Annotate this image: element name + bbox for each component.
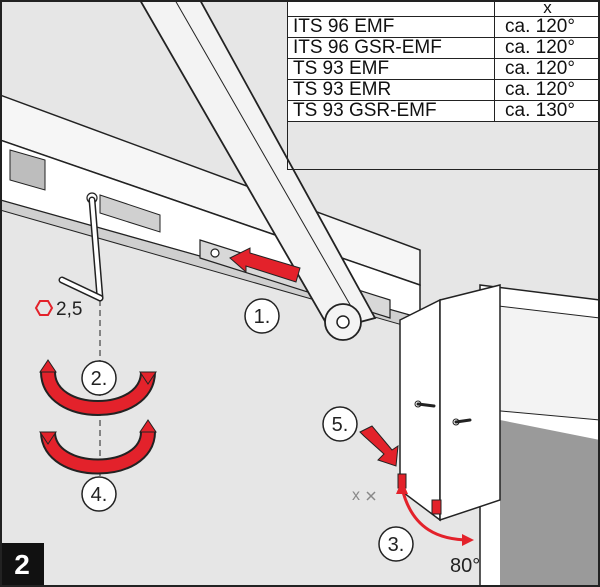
table-cell-value: ca. 120° — [494, 58, 600, 80]
angle-spec-table: x ITS 96 EMF ca. 120° ITS 96 GSR-EMF ca.… — [287, 0, 600, 122]
callout-step4-label: 4. — [91, 484, 108, 506]
callout-step5: 5. — [322, 406, 358, 442]
callout-step3: 3. — [378, 526, 414, 562]
rotate-arrows-icon — [39, 359, 157, 475]
door-leaf — [439, 284, 501, 522]
hex-key-size-label: 2,5 — [56, 299, 82, 320]
door-scene — [359, 284, 600, 587]
figure-number-badge: 2 — [0, 543, 44, 587]
swing-arc — [400, 487, 471, 542]
step-callouts: 1. 2. 3. 4. 5. — [81, 298, 414, 562]
table-cell-value: ca. 130° — [494, 100, 600, 122]
table-cell-value: ca. 120° — [494, 16, 600, 38]
push-arrow-icon — [359, 425, 399, 467]
door-angle-label: 80° — [450, 555, 480, 577]
callout-step5-label: 5. — [332, 414, 349, 436]
table-cell-model: ITS 96 EMF — [287, 16, 495, 38]
callout-step4: 4. — [81, 476, 117, 512]
slide-arrow-icon — [229, 247, 301, 283]
table-cell-value: ca. 120° — [494, 79, 600, 101]
table-cell-model: TS 93 EMR — [287, 79, 495, 101]
table-cell-model: TS 93 GSR-EMF — [287, 100, 495, 122]
table-cell-value: ca. 120° — [494, 37, 600, 59]
callout-step3-label: 3. — [388, 534, 405, 556]
table-cell-model: TS 93 EMF — [287, 58, 495, 80]
table-row: TS 93 GSR-EMF ca. 130° — [287, 100, 600, 122]
angle-variable-label: x — [352, 487, 360, 504]
hex-size-icon — [34, 300, 54, 316]
table-row: ITS 96 GSR-EMF ca. 120° — [287, 37, 600, 59]
table-header-row: x — [287, 0, 600, 17]
table-cell-model: ITS 96 GSR-EMF — [287, 37, 495, 59]
hex-key-icon — [34, 196, 104, 510]
table-header-x: x — [494, 0, 600, 17]
table-row: TS 93 EMF ca. 120° — [287, 58, 600, 80]
callout-step1-label: 1. — [254, 306, 271, 328]
callout-step2-label: 2. — [91, 368, 108, 390]
callout-step2: 2. — [81, 360, 117, 396]
callout-step1: 1. — [244, 298, 280, 334]
table-row: ITS 96 EMF ca. 120° — [287, 16, 600, 38]
table-header-model — [287, 0, 495, 17]
closer-arm — [138, 0, 377, 341]
table-row: TS 93 EMR ca. 120° — [287, 79, 600, 101]
door-stop — [431, 499, 442, 515]
